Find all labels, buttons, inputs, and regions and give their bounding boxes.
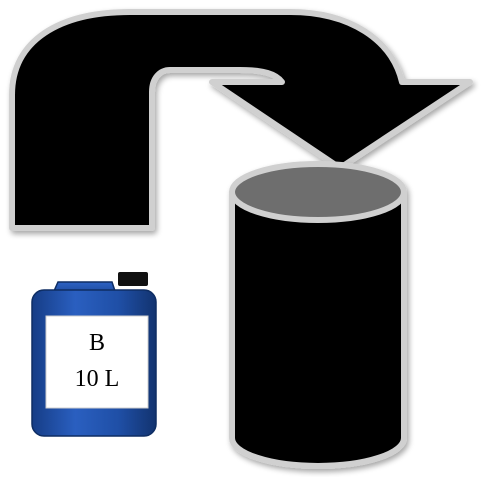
jerrycan-cap [118,272,148,286]
jerrycan-icon: B 10 L [32,272,156,436]
canister-letter: B [89,330,105,356]
cylinder-top [232,164,404,220]
canister-volume: 10 L [75,366,120,392]
cylinder-tank-icon [232,164,404,466]
cylinder-body [232,192,404,466]
